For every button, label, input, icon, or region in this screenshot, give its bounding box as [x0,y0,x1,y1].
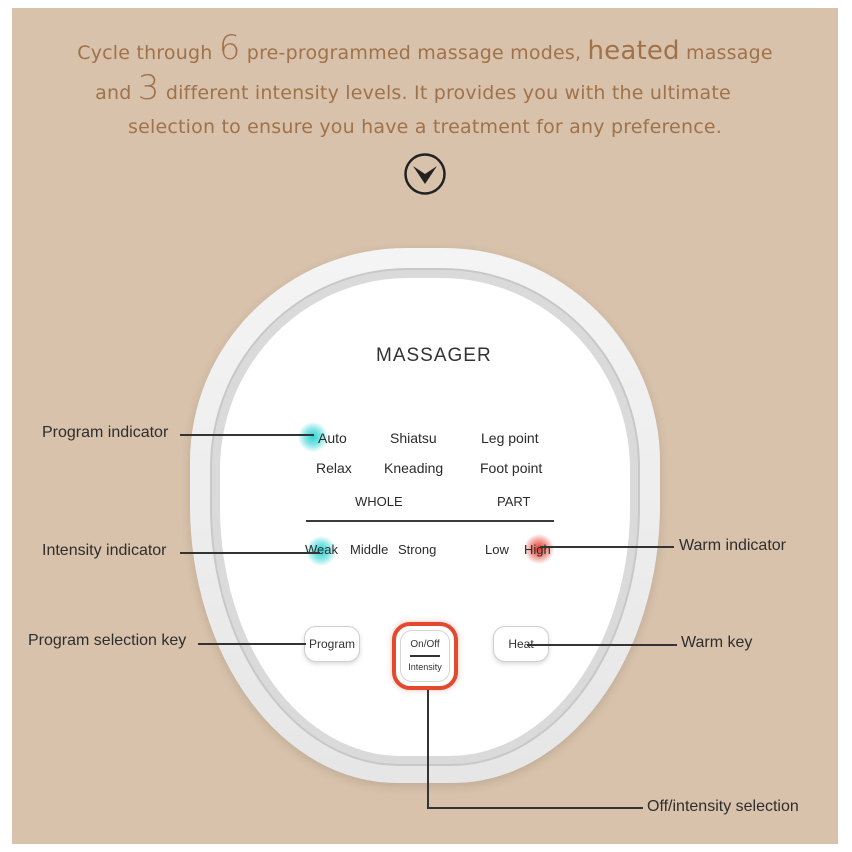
callout-program-selection-key: Program selection key [28,632,187,649]
warm-high: High [524,542,551,557]
warm-indicator-light [524,534,554,564]
intensity-middle: Middle [350,542,389,557]
program-kneading: Kneading [384,460,444,476]
power-key-label-top: On/Off [410,639,440,650]
power-key-separator [410,655,440,657]
program-indicator-light [298,422,328,452]
power-key-inner [400,630,450,682]
leader-power-key-vertical [427,690,429,808]
leader-warm-indicator [540,546,674,548]
power-key-label-bottom: Intensity [408,662,442,672]
callout-program-indicator: Program indicator [42,424,169,441]
power-intensity-key[interactable]: On/Off Intensity [392,622,458,690]
program-relax: Relax [316,460,352,476]
headline-line-3: selection to ensure you have a treatment… [128,116,722,138]
callout-warm-indicator: Warm indicator [679,537,786,554]
intensity-indicator-light [306,536,336,566]
headline-line-2: and 3 different intensity levels. It pro… [95,68,731,108]
panel-divider [306,520,554,522]
leader-intensity-indicator [180,552,320,554]
leader-power-key-horizontal [427,807,643,809]
program-leg-point: Leg point [481,430,539,446]
program-auto: Auto [318,430,347,446]
callout-off-intensity-selection: Off/intensity selection [647,798,799,815]
callout-intensity-indicator: Intensity indicator [42,542,167,559]
program-shiatsu: Shiatsu [390,430,437,446]
program-key[interactable]: Program [304,626,360,662]
group-part-label: PART [497,494,531,509]
group-whole-label: WHOLE [355,494,403,509]
intensity-weak: Weak [305,542,338,557]
leader-warm-key [527,644,677,646]
leader-program-key [198,643,306,645]
program-foot-point: Foot point [480,460,543,476]
chevron-down-circle-icon[interactable] [403,152,447,196]
leader-program-indicator [180,434,314,436]
warm-low: Low [485,542,509,557]
intensity-strong: Strong [398,542,437,557]
headline-line-1: Cycle through 6 pre-programmed massage m… [77,28,773,68]
callout-warm-key: Warm key [681,634,753,651]
panel-title: MASSAGER [376,345,492,366]
